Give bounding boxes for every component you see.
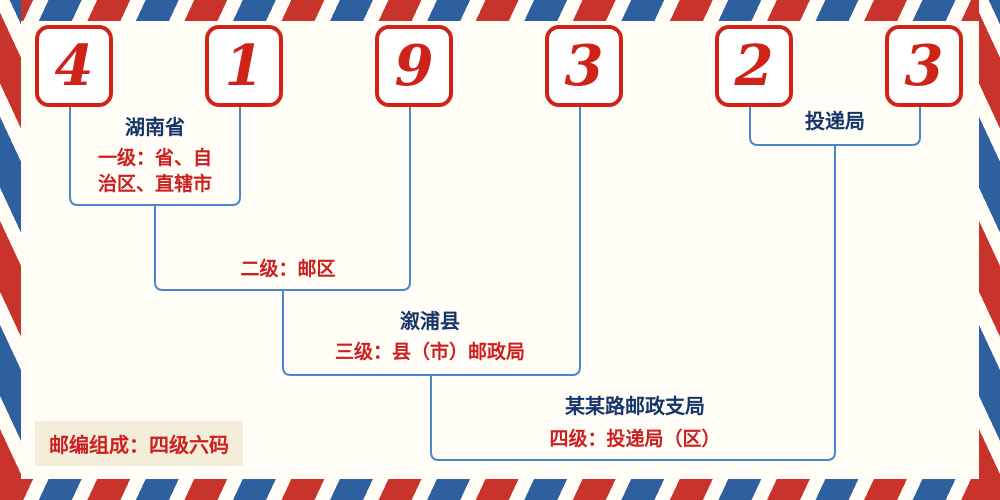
- postal-digit-4: 3: [564, 33, 604, 99]
- digit-box-3: 9: [375, 25, 453, 107]
- airmail-border-top: [0, 0, 1000, 21]
- airmail-border-right: [979, 0, 1000, 500]
- digit-box-5: 2: [715, 25, 793, 107]
- airmail-border-left: [0, 0, 21, 500]
- level3-label: 三级：县（市）邮政局: [334, 342, 525, 363]
- level3-region-label: 溆浦县: [400, 311, 460, 333]
- level2-label: 二级：邮区: [240, 259, 336, 280]
- airmail-border-bottom: [0, 479, 1000, 500]
- bracket-level4: [430, 145, 836, 461]
- postal-digit-1: 4: [54, 33, 94, 99]
- postal-digit-6: 3: [904, 33, 944, 99]
- digit-box-6: 3: [885, 25, 963, 107]
- composition-badge: 邮编组成：四级六码: [35, 421, 243, 466]
- digit-box-1: 4: [35, 25, 113, 107]
- level4-label: 四级：投递局（区）: [549, 429, 721, 450]
- level1-label-line2: 治区、直辖市: [97, 173, 212, 195]
- digit-box-2: 1: [205, 25, 283, 107]
- postal-digit-2: 1: [224, 33, 264, 99]
- delivery-office-label: 投递局: [805, 111, 865, 133]
- postal-digit-5: 2: [734, 33, 774, 99]
- level1-label-line1: 一级：省、自: [97, 148, 212, 169]
- level4-region-label: 某某路邮政支局: [565, 396, 705, 418]
- level1-label: 一级：省、自 治区、直辖市: [55, 146, 255, 197]
- level1-region-label: 湖南省: [125, 117, 185, 139]
- composition-text: 邮编组成：四级六码: [49, 435, 229, 457]
- postal-digit-3: 9: [394, 33, 434, 99]
- digit-box-4: 3: [545, 25, 623, 107]
